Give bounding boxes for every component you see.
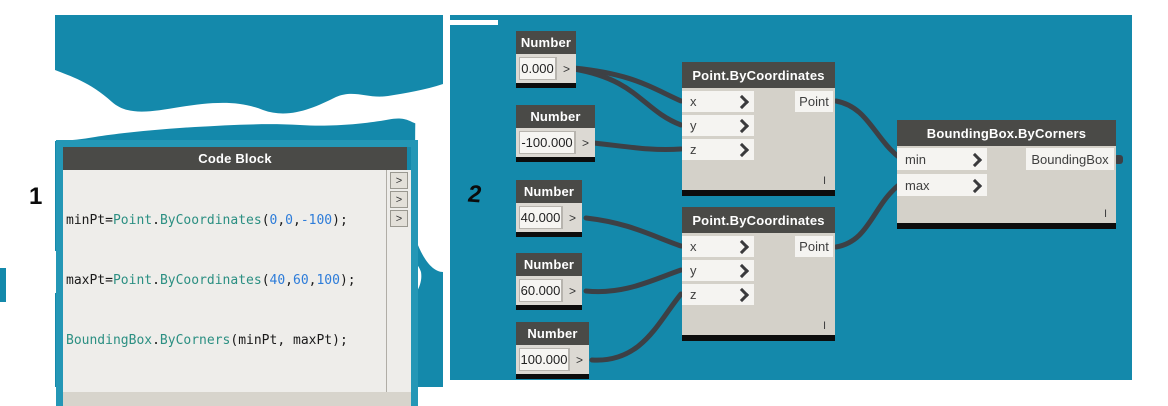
number-node-2-preview-bar — [516, 232, 582, 237]
number-node-0[interactable]: Number 0.000 > — [516, 31, 576, 88]
chevron-right-icon — [734, 94, 750, 110]
chevron-right-icon — [734, 142, 750, 158]
chevron-right-icon — [734, 287, 750, 303]
wire-num0-to-point1-y[interactable] — [571, 66, 684, 128]
point-node-2-lacing-indicator: I — [822, 320, 826, 332]
bbox-output-nub[interactable] — [1114, 155, 1123, 164]
number-node-1-header[interactable]: Number — [516, 105, 595, 128]
point-node-1-preview-bar — [682, 190, 835, 196]
number-node-0-value-input[interactable]: 0.000 — [519, 57, 556, 80]
code-line-3[interactable]: BoundingBox.ByCorners(minPt, maxPt); — [66, 333, 348, 348]
point-node-1[interactable]: Point.ByCoordinates x y z Point I — [682, 62, 835, 196]
code-block-output-ports: > > > — [386, 170, 411, 392]
chevron-right-icon — [967, 152, 983, 167]
point-node-1-input-x[interactable]: x — [682, 91, 754, 112]
chevron-right-icon — [734, 263, 750, 279]
step-marker-1: 1 — [29, 183, 43, 210]
number-node-3-preview-bar — [516, 305, 582, 310]
number-node-3-output-port[interactable]: > — [562, 279, 582, 302]
chevron-right-icon — [967, 178, 983, 193]
number-node-2-value-input[interactable]: 40.000 — [519, 206, 562, 229]
torn-paper-right — [408, 100, 450, 272]
chevron-right-icon — [734, 118, 750, 134]
port-label: max — [905, 177, 930, 193]
point-node-2-input-z[interactable]: z — [682, 284, 754, 305]
bounding-box-input-min[interactable]: min — [897, 148, 987, 170]
port-label: y — [690, 118, 697, 133]
code-block-output-port-2[interactable]: > — [390, 191, 408, 208]
number-node-2-header[interactable]: Number — [516, 180, 582, 203]
number-node-3-header[interactable]: Number — [516, 253, 582, 276]
number-node-1-value-input[interactable]: -100.000 — [519, 131, 575, 154]
wire-num0-to-point1-x[interactable] — [571, 65, 684, 104]
wire-point2-to-bbox-max[interactable] — [833, 181, 903, 250]
point-node-2-output-port[interactable]: Point — [795, 236, 833, 257]
port-label: x — [690, 239, 697, 254]
point-node-1-lacing-indicator: I — [822, 175, 826, 187]
torn-paper-top — [55, 70, 443, 141]
number-node-4-preview-bar — [516, 374, 589, 379]
chevron-right-icon — [734, 239, 750, 255]
bounding-box-node[interactable]: BoundingBox.ByCorners min max BoundingBo… — [897, 120, 1116, 229]
number-node-0-output-port[interactable]: > — [556, 57, 576, 80]
wire-num100-to-point2-z[interactable] — [589, 291, 684, 363]
number-node-4[interactable]: Number 100.000 > — [516, 322, 589, 379]
number-node-0-header[interactable]: Number — [516, 31, 576, 54]
point-node-1-header[interactable]: Point.ByCoordinates — [682, 62, 835, 88]
wire-point1-to-bbox-min[interactable] — [833, 98, 903, 161]
code-block-output-port-1[interactable]: > — [390, 172, 408, 189]
number-node-1-preview-bar — [516, 157, 595, 162]
code-editor[interactable]: minPt=Point.ByCoordinates(0,0,-100); max… — [63, 170, 386, 392]
bounding-box-preview-bar — [897, 223, 1116, 229]
number-node-1-output-port[interactable]: > — [575, 131, 595, 154]
number-node-1[interactable]: Number -100.000 > — [516, 105, 595, 162]
bounding-box-lacing-indicator: I — [1103, 208, 1107, 220]
number-node-2-output-port[interactable]: > — [562, 206, 582, 229]
port-label: z — [690, 142, 697, 157]
port-label: min — [905, 151, 926, 167]
number-node-2[interactable]: Number 40.000 > — [516, 180, 582, 237]
code-block-output-port-3[interactable]: > — [390, 210, 408, 227]
number-node-4-header[interactable]: Number — [516, 322, 589, 345]
port-label: x — [690, 94, 697, 109]
panel-corner-tick — [450, 20, 498, 25]
code-block-body[interactable]: minPt=Point.ByCoordinates(0,0,-100); max… — [63, 170, 411, 392]
point-node-2-header[interactable]: Point.ByCoordinates — [682, 207, 835, 233]
point-node-2[interactable]: Point.ByCoordinates x y z Point I — [682, 207, 835, 341]
code-line-2[interactable]: maxPt=Point.ByCoordinates(40,60,100); — [66, 273, 356, 288]
code-line-1[interactable]: minPt=Point.ByCoordinates(0,0,-100); — [66, 213, 348, 228]
port-label: z — [690, 287, 697, 302]
code-block-footer — [63, 392, 411, 406]
bounding-box-input-max[interactable]: max — [897, 174, 987, 196]
bounding-box-output-port[interactable]: BoundingBox — [1026, 148, 1114, 170]
code-block-node[interactable]: Code Block minPt=Point.ByCoordinates(0,0… — [56, 140, 418, 406]
point-node-1-input-y[interactable]: y — [682, 115, 754, 136]
number-node-4-value-input[interactable]: 100.000 — [519, 348, 569, 371]
port-label: y — [690, 263, 697, 278]
bounding-box-node-header[interactable]: BoundingBox.ByCorners — [897, 120, 1116, 146]
point-node-2-preview-bar — [682, 335, 835, 341]
number-node-0-preview-bar — [516, 83, 576, 88]
point-node-1-output-port[interactable]: Point — [795, 91, 833, 112]
number-node-3[interactable]: Number 60.000 > — [516, 253, 582, 310]
number-node-3-value-input[interactable]: 60.000 — [519, 279, 562, 302]
number-node-4-output-port[interactable]: > — [569, 348, 589, 371]
wire-num40-to-point2-x[interactable] — [583, 215, 684, 249]
point-node-1-input-z[interactable]: z — [682, 139, 754, 160]
point-node-2-input-x[interactable]: x — [682, 236, 754, 257]
teal-sliver — [0, 268, 6, 302]
wire-num100n-to-point1-z[interactable] — [591, 140, 684, 153]
wire-num60-to-point2-y[interactable] — [583, 267, 684, 295]
code-block-header[interactable]: Code Block — [63, 147, 407, 170]
point-node-2-input-y[interactable]: y — [682, 260, 754, 281]
